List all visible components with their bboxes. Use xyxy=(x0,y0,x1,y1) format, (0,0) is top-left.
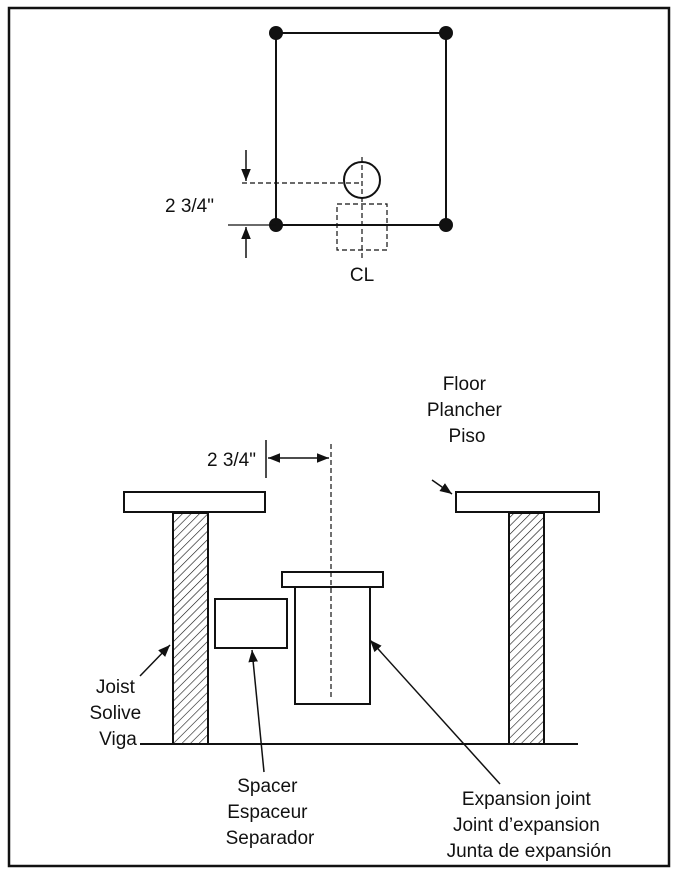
floor-slab-right xyxy=(455,491,600,513)
corner-dot-top-right xyxy=(439,26,453,40)
corner-dot-bottom-right xyxy=(439,218,453,232)
spacer-block xyxy=(214,598,288,649)
joist-label-es: Viga xyxy=(99,729,137,750)
expansion-joint-label-es: Junta de expansión xyxy=(447,841,612,862)
joist-left xyxy=(172,512,209,745)
section-view: 2 3/4" Floor Plancher Piso Joist Solive … xyxy=(89,374,611,862)
centerline-label: CL xyxy=(350,265,374,286)
floor-label-fr: Plancher xyxy=(427,400,503,421)
figure-frame xyxy=(7,6,671,868)
top-dimension-label: 2 3/4" xyxy=(165,196,214,217)
joist-leader-arrow xyxy=(139,644,171,677)
expansion-joint-label: Expansion joint Joint d’expansion Junta … xyxy=(447,789,612,862)
hidden-joint-outline xyxy=(336,203,388,251)
expansion-joint-label-en: Expansion joint xyxy=(462,789,592,810)
expansion-joint-body xyxy=(294,586,371,705)
floor-slab-left xyxy=(123,491,266,513)
spacer-label: Spacer Espaceur Separador xyxy=(226,776,315,849)
joist-label-en: Joist xyxy=(96,677,136,698)
spacer-label-en: Spacer xyxy=(237,776,298,797)
plate-outline xyxy=(275,32,447,226)
spacer-label-es: Separador xyxy=(226,828,315,849)
expansion-joint-leader-arrow xyxy=(369,639,501,785)
floor-label: Floor Plancher Piso xyxy=(427,374,507,447)
floor-leader-arrow xyxy=(431,479,453,495)
joist-label: Joist Solive Viga xyxy=(89,677,146,750)
top-view: 2 3/4" CL xyxy=(165,26,453,286)
joist-label-fr: Solive xyxy=(89,703,141,724)
floor-label-es: Piso xyxy=(449,426,486,447)
floor-label-en: Floor xyxy=(443,374,487,395)
joist-right xyxy=(508,512,545,745)
expansion-joint-flange xyxy=(281,571,384,588)
spacer-leader-arrow xyxy=(248,649,265,773)
corner-dot-top-left xyxy=(269,26,283,40)
spacer-label-fr: Espaceur xyxy=(227,802,308,823)
section-dimension-label: 2 3/4" xyxy=(207,450,256,471)
expansion-joint-label-fr: Joint d’expansion xyxy=(453,815,600,836)
